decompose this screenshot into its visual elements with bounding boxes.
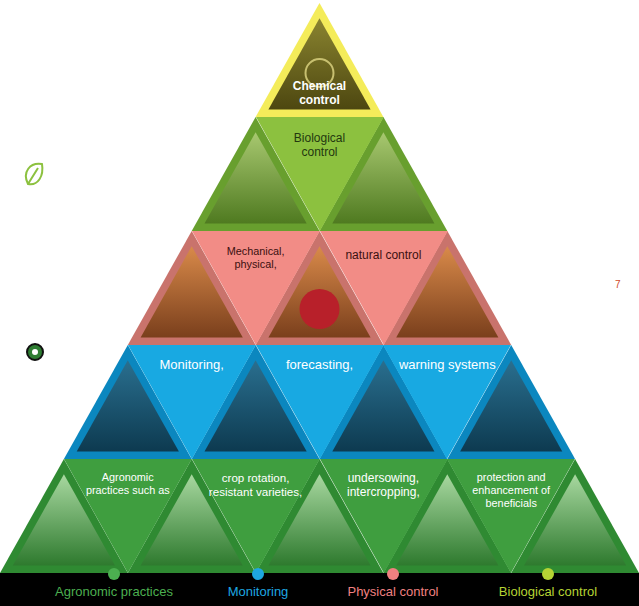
photo-frame-triangle [256, 3, 384, 117]
pyramid-text-triangle: Agronomic practices such as [64, 459, 192, 573]
legend-text: Physical control [313, 584, 473, 599]
triangle-outline [320, 231, 448, 345]
legend-swatch [108, 568, 120, 580]
triangle-outline [447, 459, 575, 573]
legend-swatch [387, 568, 399, 580]
triangle-outline [256, 117, 384, 231]
triangle-outline [192, 231, 320, 345]
pyramid-label: Monitoring, [160, 357, 224, 373]
triangle-outline [128, 345, 256, 459]
text-wrap: Biological control [256, 131, 384, 160]
text-wrap: warning systems [383, 355, 511, 373]
text-wrap: Mechanical, physical, [192, 245, 320, 272]
pyramid-text-triangle: protection and enhancement of beneficial… [447, 459, 575, 573]
text-wrap: undersowing, intercropping, [320, 471, 448, 500]
triangle-outline [383, 345, 511, 459]
pyramid-text-triangle: warning systems [383, 345, 511, 459]
triangle-outline [192, 459, 320, 573]
pyramid-label: protection and enhancement of beneficial… [465, 471, 557, 510]
pyramid-text-triangle: undersowing, intercropping, [320, 459, 448, 573]
legend-item: Agronomic practices [34, 567, 194, 605]
pyramid-text-triangle: Biological control [256, 117, 384, 231]
pyramid-label: undersowing, intercropping, [335, 471, 431, 500]
legend-item: Biological control [468, 567, 628, 605]
pyramid-label: forecasting, [286, 357, 353, 373]
text-wrap: forecasting, [256, 355, 384, 373]
legend-swatch [252, 568, 264, 580]
pyramid-label: natural control [345, 248, 421, 262]
legend-text: Agronomic practices [34, 584, 194, 599]
pyramid-apex-triangle: Chemical control [256, 3, 384, 117]
leaf-icon [26, 164, 42, 185]
pyramid-text-triangle: natural control [320, 231, 448, 345]
triangle-outline [256, 3, 384, 117]
text-wrap: Agronomic practices such as [64, 471, 192, 498]
triangle-outline [64, 459, 192, 573]
pyramid-label: Mechanical, physical, [206, 245, 306, 271]
text-wrap: natural control [320, 245, 448, 263]
legend-text: Biological control [468, 584, 628, 599]
text-wrap: protection and enhancement of beneficial… [447, 471, 575, 511]
photo-triangle [268, 18, 370, 109]
text-wrap: Chemical control [256, 79, 384, 108]
pyramid-text-triangle: forecasting, [256, 345, 384, 459]
text-wrap: crop rotation, resistant varieties, [192, 471, 320, 500]
triangle-outline [320, 459, 448, 573]
triangle-outline [256, 345, 384, 459]
page-number: 7 [615, 279, 621, 290]
logo-icon [27, 344, 43, 360]
legend-item: Physical control [313, 567, 473, 605]
pyramid-text-triangle: crop rotation, resistant varieties, [192, 459, 320, 573]
legend-text: Monitoring [178, 584, 338, 599]
legend-item: Monitoring [178, 567, 338, 605]
pyramid-label: crop rotation, resistant varieties, [208, 471, 304, 499]
pyramid-text-triangle: Monitoring, [128, 345, 256, 459]
pyramid-text-triangle: Mechanical, physical, [192, 231, 320, 345]
legend-swatch [542, 568, 554, 580]
logo-icon-dot [32, 349, 38, 355]
pyramid-label: Biological control [277, 131, 361, 160]
text-wrap: Monitoring, [128, 355, 256, 373]
pyramid-label: Agronomic practices such as [85, 471, 171, 497]
apple-photo [300, 289, 340, 329]
pyramid-label: Chemical control [283, 79, 355, 108]
pyramid-label: warning systems [399, 357, 496, 373]
